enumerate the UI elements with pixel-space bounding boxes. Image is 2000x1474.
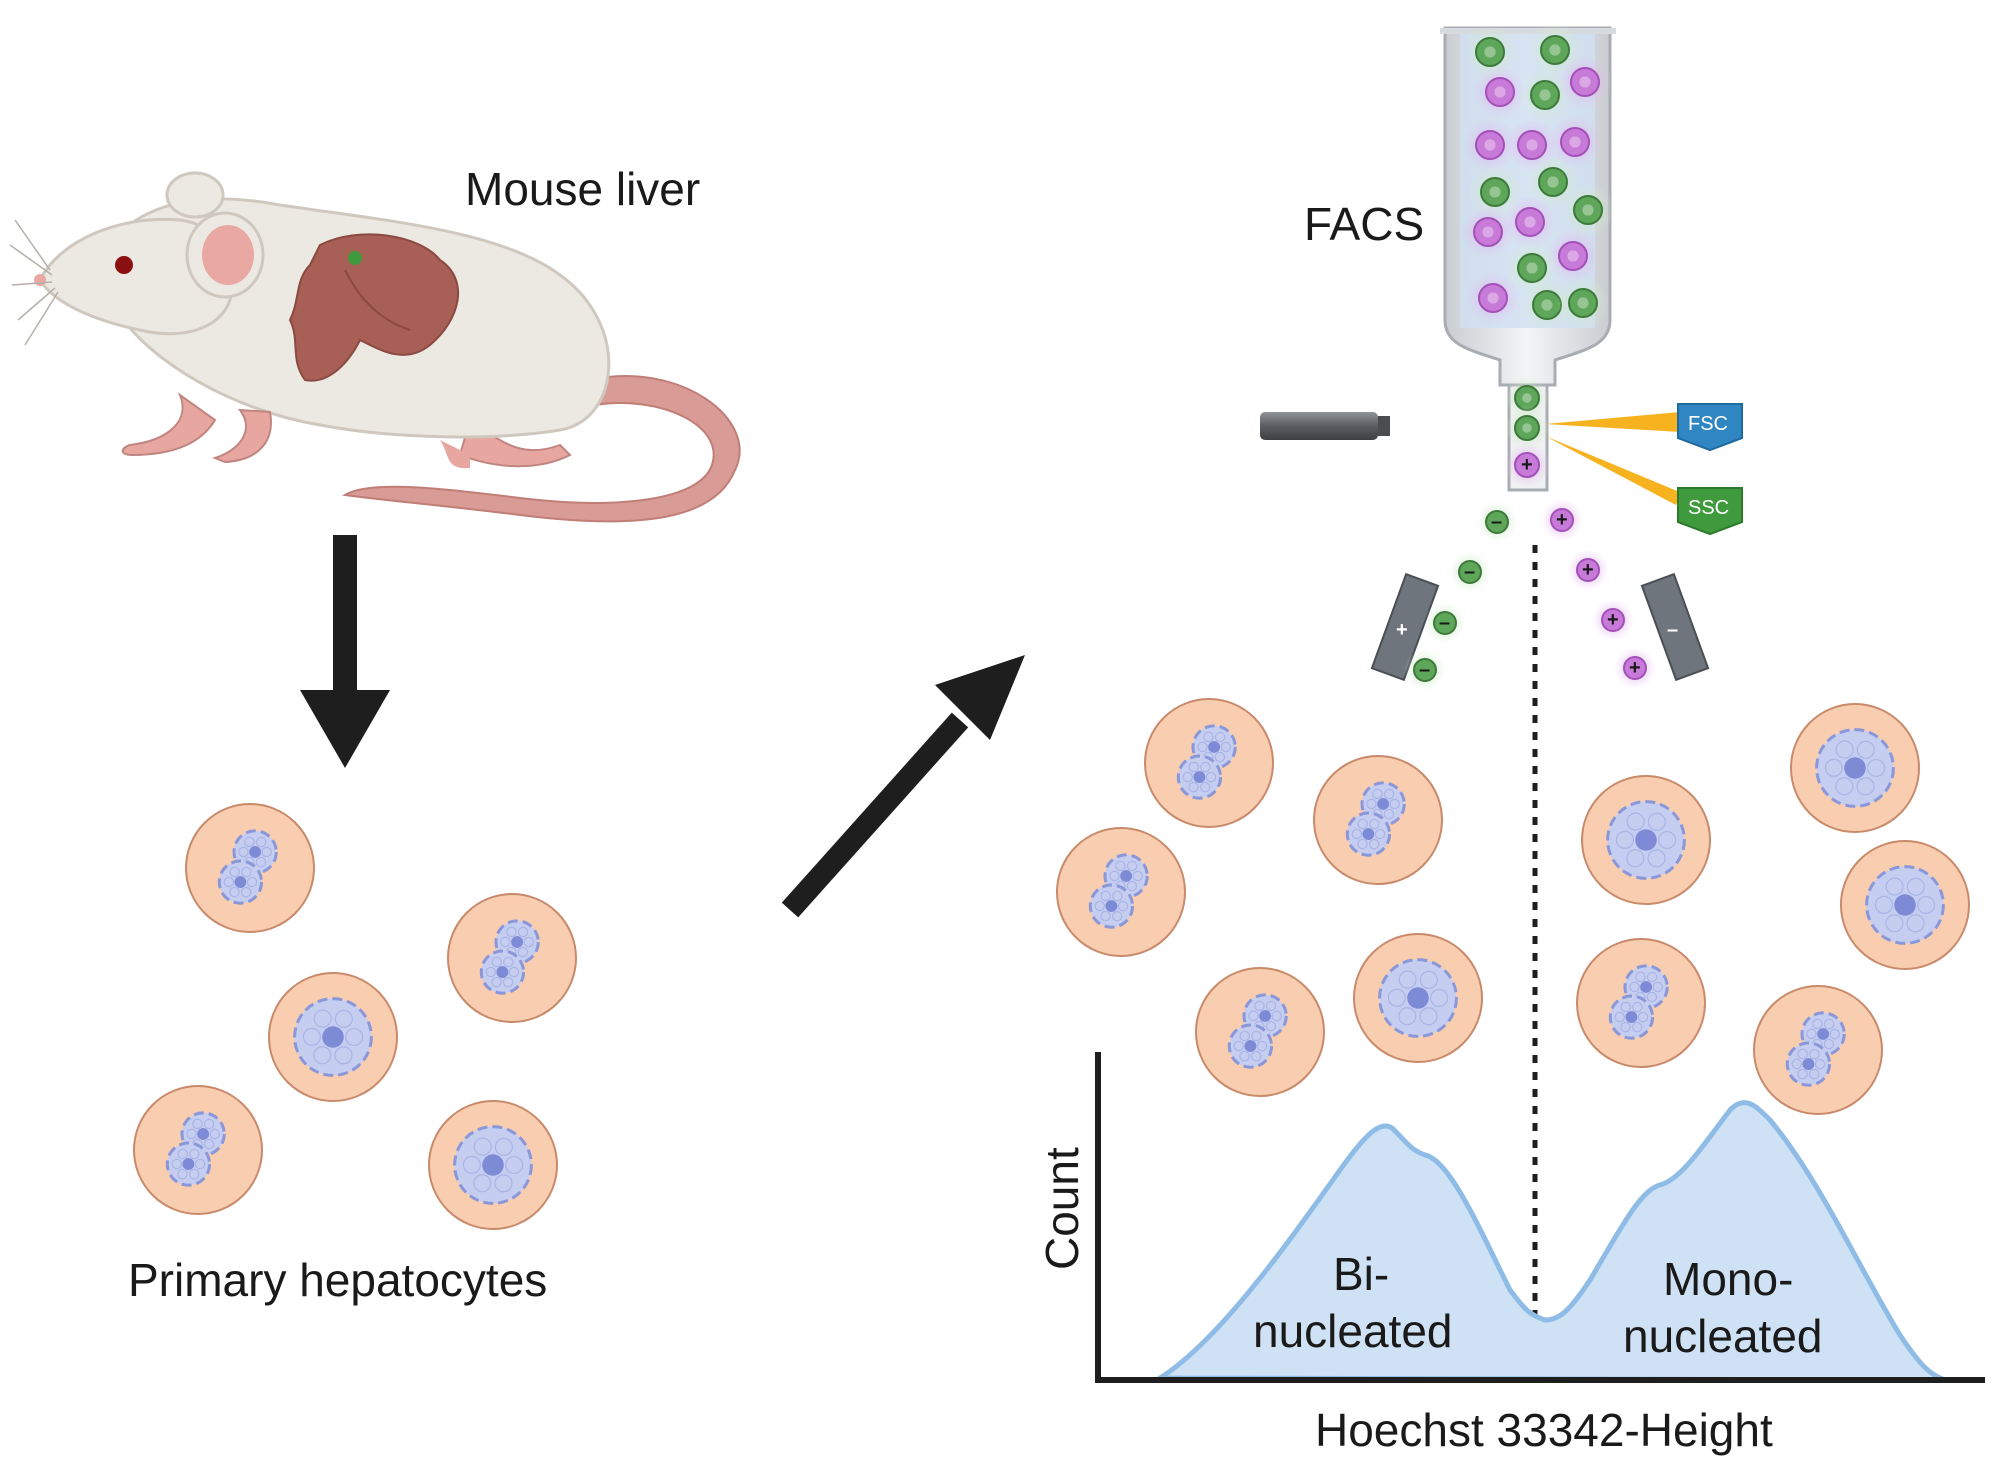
fsc-detector: FSC: [1677, 403, 1743, 452]
binucleated-hepatocyte: [1144, 698, 1274, 828]
nucleolus: [1844, 757, 1866, 779]
mononucleated-label-line2: nucleated: [1623, 1310, 1823, 1362]
fsc-label: FSC: [1688, 413, 1728, 435]
green-stained-cell: –: [1404, 649, 1446, 691]
binucleated-hepatocyte: [447, 893, 577, 1023]
nucleolus: [482, 1154, 504, 1176]
deflection-plate-positive: +: [1370, 572, 1440, 682]
sorted-hepatocytes-group: [1056, 698, 1970, 1115]
green-stained-cell: [1463, 25, 1517, 79]
green-stained-cell: –: [1476, 501, 1518, 543]
binucleated-hepatocyte: [1576, 938, 1706, 1068]
purple-stained-cell: [1503, 195, 1557, 249]
nucleolus: [249, 846, 262, 858]
charge-sign: –: [1439, 612, 1450, 634]
green-stained-cell: [1518, 68, 1572, 122]
nucleolus: [1362, 828, 1375, 840]
mononucleated-hepatocyte: [1840, 840, 1970, 970]
nucleolus: [182, 1158, 195, 1170]
charge-sign: +: [1607, 609, 1619, 631]
mononucleated-hepatocyte: [268, 972, 398, 1102]
nucleolus: [1817, 1028, 1830, 1040]
purple-stained-cell: +: [1567, 549, 1609, 591]
nucleolus: [1259, 1010, 1272, 1022]
histogram-curve: [1151, 1100, 1946, 1383]
nucleolus: [1377, 798, 1390, 810]
mononucleated-hepatocyte: [1581, 775, 1711, 905]
binucleated-hepatocyte: [1056, 827, 1186, 957]
purple-stained-cell: [1558, 55, 1612, 109]
nucleolus: [1802, 1058, 1815, 1070]
charge-sign: +: [1521, 454, 1533, 476]
x-axis-label: Hoechst 33342-Height: [1315, 1404, 1773, 1456]
charge-sign: –: [1491, 511, 1502, 533]
mononucleated-hepatocyte: [1353, 933, 1483, 1063]
nucleolus: [511, 936, 524, 948]
nucleolus: [1625, 1011, 1638, 1023]
facs-label: FACS: [1304, 198, 1424, 250]
green-stained-cell: [1561, 183, 1615, 237]
nucleolus: [496, 966, 509, 978]
mononucleated-hepatocyte: [428, 1100, 558, 1230]
binucleated-hepatocyte: [1313, 755, 1443, 885]
nucleolus: [1407, 987, 1429, 1009]
purple-stained-cell: [1461, 205, 1515, 259]
green-stained-cell: [1468, 165, 1522, 219]
nucleolus: [322, 1026, 344, 1048]
deflection-plate-negative: –: [1640, 572, 1710, 682]
nucleolus: [1193, 771, 1206, 783]
binucleated-label-line1: Bi-: [1333, 1248, 1389, 1300]
nucleolus: [1894, 894, 1916, 916]
nucleolus: [1244, 1040, 1257, 1052]
mononucleated-label-line1: Mono-: [1663, 1253, 1793, 1305]
ssc-label: SSC: [1688, 497, 1729, 519]
nucleolus: [1105, 900, 1118, 912]
mouse-illustration: [9, 171, 741, 523]
purple-stained-cell: [1546, 229, 1600, 283]
charge-sign: –: [1419, 659, 1430, 681]
binucleated-hepatocyte: [1753, 985, 1883, 1115]
down-arrow: [300, 535, 390, 768]
purple-stained-cell: [1473, 65, 1527, 119]
purple-stained-cell: [1466, 271, 1520, 325]
charge-sign: +: [1556, 509, 1568, 531]
stream-cells: + – – – – + + + +: [1404, 23, 1656, 691]
purple-stained-cell: [1548, 115, 1602, 169]
charge-sign: –: [1464, 561, 1475, 583]
binucleated-label-line2: nucleated: [1253, 1305, 1453, 1357]
nucleolus: [1120, 870, 1133, 882]
nucleolus: [234, 876, 247, 888]
purple-stained-cell: +: [1504, 442, 1550, 488]
plate-positive-sign: +: [1396, 619, 1408, 641]
mononucleated-hepatocyte: [1790, 703, 1920, 833]
green-stained-cell: –: [1424, 602, 1466, 644]
ssc-detector: SSC: [1677, 487, 1743, 536]
purple-stained-cell: +: [1592, 599, 1634, 641]
green-stained-cell: –: [1449, 551, 1491, 593]
primary-hepatocytes-group: [133, 803, 577, 1230]
charge-sign: +: [1582, 559, 1594, 581]
y-axis-label: Count: [1036, 1147, 1088, 1270]
green-stained-cell: [1504, 405, 1550, 451]
nucleolus: [1640, 981, 1653, 993]
nucleolus: [197, 1128, 210, 1140]
binucleated-hepatocyte: [1195, 967, 1325, 1097]
histogram: Count Hoechst 33342-Height Bi- nucleated…: [1036, 1052, 1985, 1456]
diagonal-arrow: [781, 655, 1025, 918]
charge-sign: +: [1629, 657, 1641, 679]
purple-stained-cell: +: [1614, 647, 1656, 689]
laser: [1260, 412, 1682, 505]
plate-negative-sign: –: [1667, 619, 1678, 641]
mouse-liver-label: Mouse liver: [465, 163, 700, 215]
nucleolus: [1208, 741, 1221, 753]
nucleolus: [1635, 829, 1657, 851]
green-stained-cell: [1556, 276, 1610, 330]
binucleated-hepatocyte: [185, 803, 315, 933]
purple-stained-cell: +: [1541, 499, 1583, 541]
purple-stained-cell: [1463, 118, 1517, 172]
primary-hepatocytes-label: Primary hepatocytes: [128, 1254, 547, 1306]
binucleated-hepatocyte: [133, 1085, 263, 1215]
